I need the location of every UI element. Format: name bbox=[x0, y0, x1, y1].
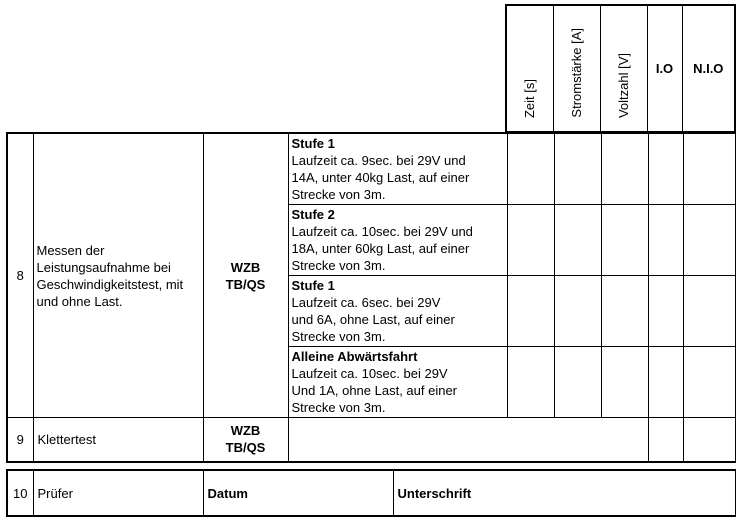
io-input-cell[interactable] bbox=[647, 204, 684, 276]
zeit-column-header: Zeit [s] bbox=[505, 4, 554, 133]
voltzahl-column-header: Voltzahl [V] bbox=[599, 4, 648, 133]
step-row-3: Stufe 1 Laufzeit ca. 6sec. bei 29V und 6… bbox=[7, 275, 736, 347]
io-column-header: I.O bbox=[646, 4, 683, 133]
row8-number: 8 bbox=[6, 132, 34, 418]
nio-input-cell[interactable] bbox=[682, 346, 736, 418]
stromstaerke-input-cell[interactable] bbox=[553, 204, 602, 276]
zeit-input-cell[interactable] bbox=[506, 275, 555, 347]
nio-input-cell[interactable] bbox=[682, 132, 736, 205]
step-text: Laufzeit ca. 9sec. bei 29V und 14A, unte… bbox=[291, 153, 470, 202]
row8-department: WZB TB/QS bbox=[202, 132, 289, 418]
zeit-input-cell[interactable] bbox=[506, 346, 555, 418]
datum-cell[interactable]: Datum bbox=[202, 469, 394, 517]
nio-input-cell[interactable] bbox=[682, 417, 736, 462]
test-protocol-table: 8 Messen der Leistungsaufnahme bei Gesch… bbox=[6, 132, 736, 463]
nio-input-cell[interactable] bbox=[682, 275, 736, 347]
unterschrift-cell[interactable]: Unterschrift bbox=[392, 469, 736, 517]
stromstaerke-column-header: Stromstärke [A] bbox=[552, 4, 601, 133]
voltzahl-input-cell[interactable] bbox=[600, 346, 649, 418]
zeit-input-cell[interactable] bbox=[506, 132, 555, 205]
step-text: Laufzeit ca. 6sec. bei 29V und 6A, ohne … bbox=[291, 295, 455, 344]
step-description-cell: Stufe 1 Laufzeit ca. 6sec. bei 29V und 6… bbox=[287, 275, 508, 347]
row9-description: Klettertest bbox=[32, 417, 204, 462]
voltzahl-input-cell[interactable] bbox=[600, 275, 649, 347]
measurement-header-table: Zeit [s] Stromstärke [A] Voltzahl [V] I.… bbox=[505, 4, 736, 133]
step-title: Stufe 2 bbox=[291, 207, 335, 222]
row9-department: WZB TB/QS bbox=[202, 417, 289, 462]
pruefer-cell[interactable]: Prüfer bbox=[32, 469, 204, 517]
nio-input-cell[interactable] bbox=[682, 204, 736, 276]
step-row-1: 8 Messen der Leistungsaufnahme bei Gesch… bbox=[6, 132, 736, 418]
step-description-cell: Stufe 1 Laufzeit ca. 9sec. bei 29V und 1… bbox=[287, 132, 508, 205]
klettertest-input-cell[interactable] bbox=[287, 417, 649, 462]
step-text: Laufzeit ca. 10sec. bei 29V und 18A, unt… bbox=[291, 224, 473, 273]
voltzahl-input-cell[interactable] bbox=[600, 132, 649, 205]
row8-description: Messen der Leistungsaufnahme bei Geschwi… bbox=[32, 132, 204, 418]
step-description-cell: Stufe 2 Laufzeit ca. 10sec. bei 29V und … bbox=[287, 204, 508, 276]
stromstaerke-input-cell[interactable] bbox=[553, 132, 602, 205]
step-row-4: Alleine Abwärtsfahrt Laufzeit ca. 10sec.… bbox=[7, 346, 736, 418]
row9-number: 9 bbox=[6, 417, 34, 462]
row10-number: 10 bbox=[6, 469, 34, 517]
step-row-2: Stufe 2 Laufzeit ca. 10sec. bei 29V und … bbox=[7, 204, 736, 276]
klettertest-row: 9 Klettertest WZB TB/QS bbox=[6, 417, 736, 462]
step-text: Laufzeit ca. 10sec. bei 29V Und 1A, ohne… bbox=[291, 366, 458, 415]
signature-row: 10 Prüfer Datum Unterschrift bbox=[6, 469, 736, 517]
signature-table: 10 Prüfer Datum Unterschrift bbox=[6, 469, 736, 517]
step-title: Stufe 1 bbox=[291, 136, 335, 151]
stromstaerke-column-label: Stromstärke [A] bbox=[569, 28, 584, 118]
step-title: Alleine Abwärtsfahrt bbox=[291, 349, 418, 364]
stromstaerke-input-cell[interactable] bbox=[553, 346, 602, 418]
voltzahl-input-cell[interactable] bbox=[600, 204, 649, 276]
io-input-cell[interactable] bbox=[647, 417, 684, 462]
io-input-cell[interactable] bbox=[647, 275, 684, 347]
step-title: Stufe 1 bbox=[291, 278, 335, 293]
zeit-input-cell[interactable] bbox=[506, 204, 555, 276]
stromstaerke-input-cell[interactable] bbox=[553, 275, 602, 347]
io-input-cell[interactable] bbox=[647, 346, 684, 418]
zeit-column-label: Zeit [s] bbox=[522, 78, 538, 118]
io-input-cell[interactable] bbox=[647, 132, 684, 205]
nio-column-header: N.I.O bbox=[681, 4, 736, 133]
step-description-cell: Alleine Abwärtsfahrt Laufzeit ca. 10sec.… bbox=[287, 346, 508, 418]
voltzahl-column-label: Voltzahl [V] bbox=[616, 52, 631, 118]
